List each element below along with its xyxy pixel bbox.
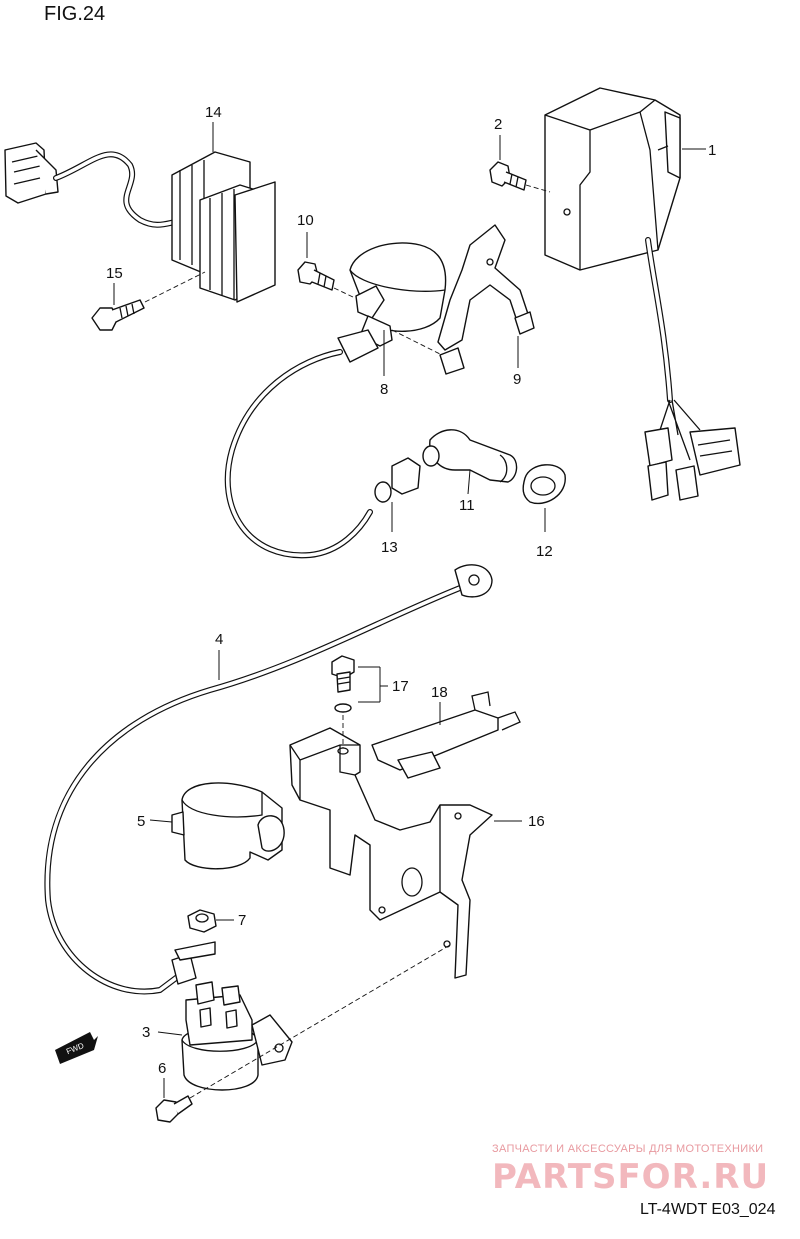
screw-15: [91, 299, 145, 331]
label-13: 13: [381, 539, 398, 556]
figure-code: LT-4WDT E03_024: [640, 1201, 776, 1218]
label-8: 8: [380, 381, 388, 398]
plug-terminal: [374, 457, 421, 503]
watermark-brand: PARTSFOR.RU: [492, 1157, 769, 1197]
label-2: 2: [494, 116, 502, 133]
screw-10: [297, 261, 335, 291]
label-12: 12: [536, 543, 553, 560]
starter-relay: [181, 981, 293, 1091]
label-9: 9: [513, 371, 521, 388]
label-1: 1: [708, 142, 716, 159]
bolt-17: [331, 655, 355, 713]
watermark-tagline: ЗАПЧАСТИ И АКСЕССУАРЫ ДЛЯ МОТОТЕХНИКИ: [492, 1143, 763, 1155]
label-18: 18: [431, 684, 448, 701]
label-14: 14: [205, 104, 222, 121]
label-16: 16: [528, 813, 545, 830]
regulator-rectifier: [4, 142, 276, 303]
label-7: 7: [238, 912, 246, 929]
label-17: 17: [392, 678, 409, 695]
coil-bracket: [437, 224, 535, 375]
label-10: 10: [297, 212, 314, 229]
label-11: 11: [459, 497, 475, 514]
bolt-6: [155, 1095, 193, 1123]
label-3: 3: [142, 1024, 150, 1041]
label-15: 15: [106, 265, 123, 282]
nut-7: [187, 909, 217, 933]
terminal-boot: [171, 782, 285, 870]
ignition-coil: [224, 242, 447, 559]
starter-cable: [44, 564, 493, 995]
label-6: 6: [158, 1060, 166, 1077]
cdi-unit: [544, 87, 741, 501]
spark-plug-cap: [422, 429, 518, 483]
clamp-18: [371, 691, 521, 779]
screw-2: [489, 161, 527, 191]
figure-title: FIG.24: [44, 3, 105, 25]
cap-grommet: [522, 464, 566, 505]
label-5: 5: [137, 813, 145, 830]
fwd-arrow-icon: FWD: [55, 1032, 98, 1064]
mounting-bracket: [289, 727, 493, 979]
label-4: 4: [215, 631, 223, 648]
